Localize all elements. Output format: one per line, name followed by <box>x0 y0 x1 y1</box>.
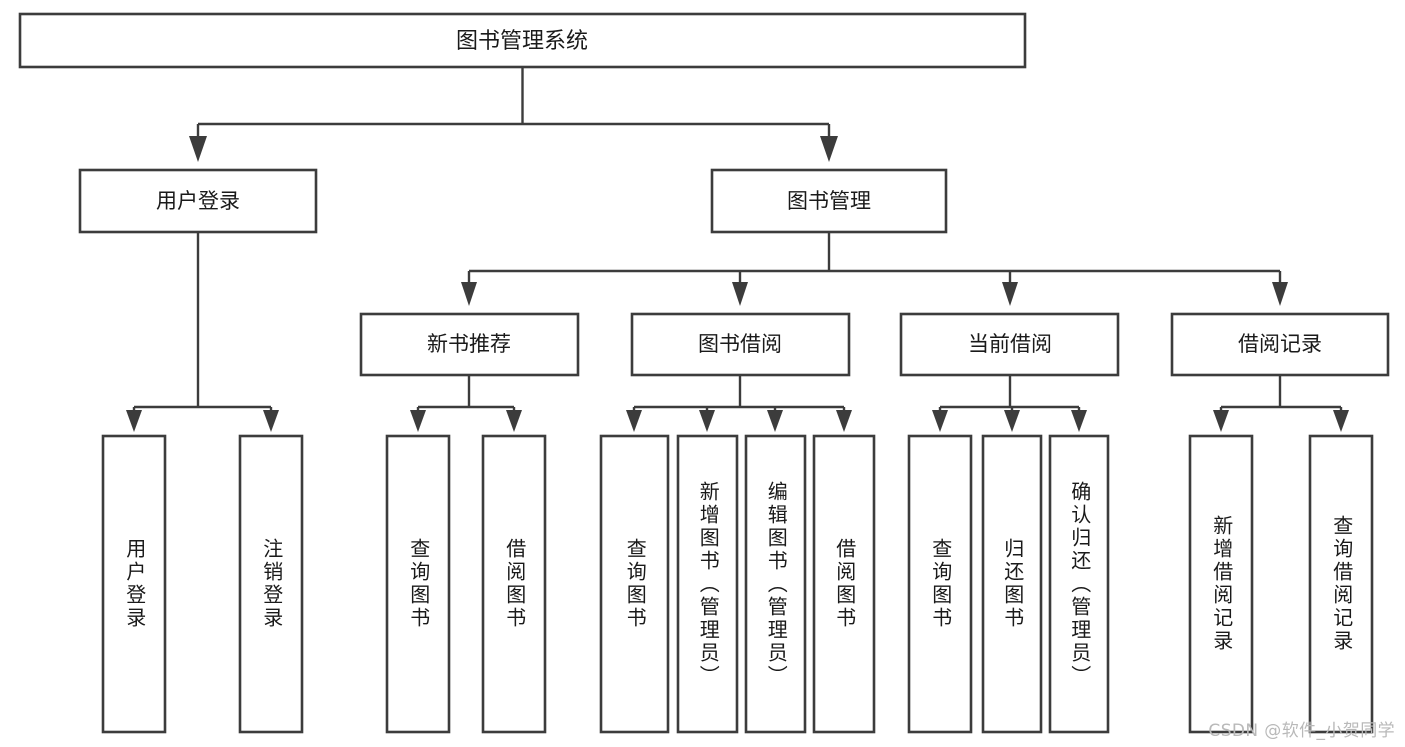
leaf-confirm-return-box[interactable] <box>1048 434 1110 734</box>
user-login-label: 用户登录 <box>156 189 240 213</box>
arrow-leaf-return-book <box>1004 410 1020 432</box>
arrow-leaf-query-record <box>1333 410 1349 432</box>
arrow-leaf-query-book-3 <box>932 410 948 432</box>
arrow-leaf-borrow-book-1 <box>506 410 522 432</box>
connectors-root-to-level2 <box>189 67 838 162</box>
arrow-leaf-edit-book <box>767 410 783 432</box>
leaf-query-record-box[interactable] <box>1308 434 1374 734</box>
connectors-current-borrow-to-leaves <box>932 375 1087 432</box>
new-book-recommend-box[interactable] <box>359 312 580 377</box>
book-management-box[interactable] <box>710 168 948 234</box>
root-box[interactable] <box>18 12 1027 69</box>
book-borrow-box[interactable] <box>630 312 851 377</box>
arrow-user-login <box>189 136 207 162</box>
book-borrow-label: 图书借阅 <box>698 332 782 356</box>
arrow-leaf-add-record <box>1213 410 1229 432</box>
borrow-record-box[interactable] <box>1170 312 1390 377</box>
arrow-book-management <box>820 136 838 162</box>
arrow-leaf-user-login <box>126 410 142 432</box>
arrow-leaf-borrow-book-2 <box>836 410 852 432</box>
arrow-new-book-recommend <box>461 282 477 306</box>
leaf-add-record-box[interactable] <box>1188 434 1254 734</box>
arrow-borrow-record <box>1272 282 1288 306</box>
connectors-borrow-record-to-leaves <box>1213 375 1349 432</box>
leaf-logout-box[interactable] <box>238 434 304 734</box>
node-user-login[interactable]: 用户登录 <box>78 168 318 234</box>
leaf-query-book-2-box[interactable] <box>599 434 670 734</box>
leaf-edit-book-box[interactable] <box>744 434 807 734</box>
arrow-current-borrow <box>1002 282 1018 306</box>
arrow-leaf-logout <box>263 410 279 432</box>
arrow-leaf-add-book <box>699 410 715 432</box>
user-login-box[interactable] <box>78 168 318 234</box>
leaf-return-book-box[interactable] <box>981 434 1043 734</box>
arrow-book-borrow <box>732 282 748 306</box>
node-borrow-record[interactable]: 借阅记录 <box>1170 312 1390 377</box>
current-borrow-box[interactable] <box>899 312 1120 377</box>
root-label: 图书管理系统 <box>456 29 588 54</box>
arrow-leaf-query-book-1 <box>410 410 426 432</box>
leaf-borrow-book-2-box[interactable] <box>812 434 876 734</box>
current-borrow-label: 当前借阅 <box>968 332 1052 356</box>
csdn-watermark: CSDN @软件_小贺同学 <box>1208 721 1395 741</box>
leaf-query-book-1-box[interactable] <box>385 434 451 734</box>
connectors-new-book-to-leaves <box>410 375 522 432</box>
arrow-leaf-query-book-2 <box>626 410 642 432</box>
leaf-add-book-box[interactable] <box>676 434 739 734</box>
connectors-user-login-to-leaves <box>126 232 279 432</box>
new-book-recommend-label: 新书推荐 <box>427 332 511 356</box>
node-book-management[interactable]: 图书管理 <box>710 168 948 234</box>
leaf-user-login-box[interactable] <box>101 434 167 734</box>
leaf-query-book-3-box[interactable] <box>907 434 973 734</box>
node-book-borrow[interactable]: 图书借阅 <box>630 312 851 377</box>
node-new-book-recommend[interactable]: 新书推荐 <box>359 312 580 377</box>
arrow-leaf-confirm-return <box>1071 410 1087 432</box>
book-management-label: 图书管理 <box>787 189 871 213</box>
node-current-borrow[interactable]: 当前借阅 <box>899 312 1120 377</box>
leaf-boxes <box>101 434 1374 734</box>
leaf-borrow-book-1-box[interactable] <box>481 434 547 734</box>
connectors-book-management-to-level3 <box>461 232 1288 306</box>
connectors-book-borrow-to-leaves <box>626 375 852 432</box>
borrow-record-label: 借阅记录 <box>1238 332 1322 356</box>
node-root[interactable]: 图书管理系统 <box>18 12 1027 69</box>
